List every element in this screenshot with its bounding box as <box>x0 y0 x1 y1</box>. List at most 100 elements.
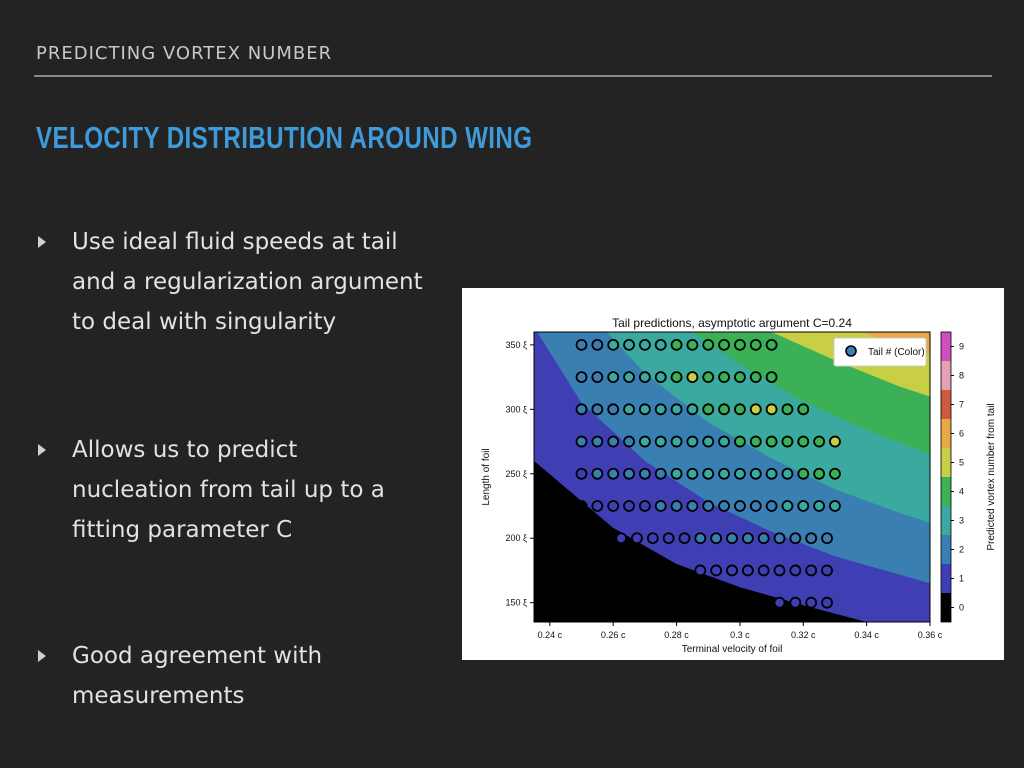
legend-label: Tail # (Color) <box>868 347 925 358</box>
header-divider <box>34 75 992 77</box>
data-point <box>821 564 833 577</box>
tail-predictions-chart: Tail predictions, asymptotic argument C=… <box>481 316 997 655</box>
data-point <box>734 435 746 448</box>
data-point <box>638 500 651 512</box>
data-point <box>757 564 770 577</box>
chart-title: Tail predictions, asymptotic argument C=… <box>612 316 852 330</box>
bullet-line: Use ideal fluid speeds at tail <box>72 229 398 255</box>
data-point <box>654 403 667 416</box>
data-point <box>765 435 778 448</box>
data-point <box>686 371 699 384</box>
data-point <box>773 532 786 545</box>
colorbar-tick-label: 8 <box>959 371 964 381</box>
legend: Tail # (Color) <box>833 337 927 367</box>
data-point <box>638 371 651 384</box>
data-point <box>710 564 723 577</box>
data-point <box>726 564 738 577</box>
data-point <box>686 338 699 351</box>
data-point <box>623 435 635 448</box>
data-point <box>805 564 818 577</box>
y-tick-label: 250 ξ <box>505 469 527 479</box>
data-point <box>654 435 667 448</box>
data-point <box>670 403 683 416</box>
data-point <box>638 435 651 448</box>
data-point <box>829 467 841 480</box>
data-point <box>821 596 833 609</box>
data-point <box>591 467 604 480</box>
data-point <box>607 371 620 384</box>
data-point <box>789 564 802 577</box>
colorbar-segment-6 <box>941 419 951 448</box>
data-point <box>591 371 604 384</box>
data-point <box>734 371 746 384</box>
data-point <box>765 500 778 512</box>
data-point <box>765 338 778 351</box>
data-point <box>710 532 723 545</box>
data-point <box>797 435 810 448</box>
data-point <box>575 371 588 384</box>
data-point <box>654 500 667 512</box>
data-point <box>734 403 746 416</box>
data-point <box>781 435 794 448</box>
data-point <box>670 435 683 448</box>
data-point <box>686 467 699 480</box>
data-point <box>654 371 667 384</box>
data-point <box>734 467 746 480</box>
data-point <box>607 403 620 416</box>
data-point <box>749 435 762 448</box>
data-point <box>718 371 730 384</box>
y-tick-label: 150 ξ <box>505 598 527 608</box>
data-point <box>797 500 810 512</box>
data-point <box>591 338 604 351</box>
legend-box <box>833 337 927 367</box>
slide-kicker: PREDICTING VORTEX NUMBER <box>36 43 333 64</box>
data-point <box>718 500 730 512</box>
data-point <box>821 532 833 545</box>
data-point <box>631 532 643 545</box>
bullet-triangle-icon <box>38 650 46 662</box>
plot-frame <box>533 331 931 623</box>
data-point <box>781 500 794 512</box>
data-point <box>813 500 826 512</box>
data-point <box>702 467 715 480</box>
data-point <box>694 564 707 577</box>
data-point <box>718 403 730 416</box>
colorbar-segment-7 <box>941 390 951 419</box>
data-point <box>591 500 604 512</box>
bullet-line: Allows us to predict <box>72 437 298 463</box>
data-point <box>749 371 762 384</box>
x-tick-label: 0.28 c <box>664 630 689 640</box>
data-point <box>638 403 651 416</box>
data-point <box>741 532 754 545</box>
data-point <box>623 371 635 384</box>
colorbar-tick-label: 4 <box>959 487 964 497</box>
colorbar-tick-label: 1 <box>959 574 964 584</box>
colorbar-segment-9 <box>941 332 951 361</box>
data-point <box>575 500 588 512</box>
data-point <box>718 435 730 448</box>
data-point <box>781 467 794 480</box>
data-point <box>765 371 778 384</box>
bullet-line: Good agreement with <box>72 643 323 669</box>
x-tick-label: 0.32 c <box>791 630 816 640</box>
data-point <box>829 435 841 448</box>
bullet-triangle-icon <box>38 236 46 248</box>
data-point <box>670 371 683 384</box>
data-point <box>726 532 738 545</box>
y-tick-label: 350 ξ <box>505 340 527 350</box>
data-point <box>575 338 588 351</box>
x-tick-label: 0.36 c <box>918 630 943 640</box>
data-point <box>765 467 778 480</box>
bullet-line: nucleation from tail up to a <box>72 477 385 503</box>
data-point <box>702 500 715 512</box>
data-point <box>765 403 778 416</box>
data-points <box>575 338 841 609</box>
bullet-triangle-icon <box>38 444 46 456</box>
data-point <box>654 338 667 351</box>
data-point <box>749 338 762 351</box>
colorbar-segment-8 <box>941 361 951 390</box>
data-point <box>678 532 691 545</box>
data-point <box>702 338 715 351</box>
data-point <box>575 435 588 448</box>
